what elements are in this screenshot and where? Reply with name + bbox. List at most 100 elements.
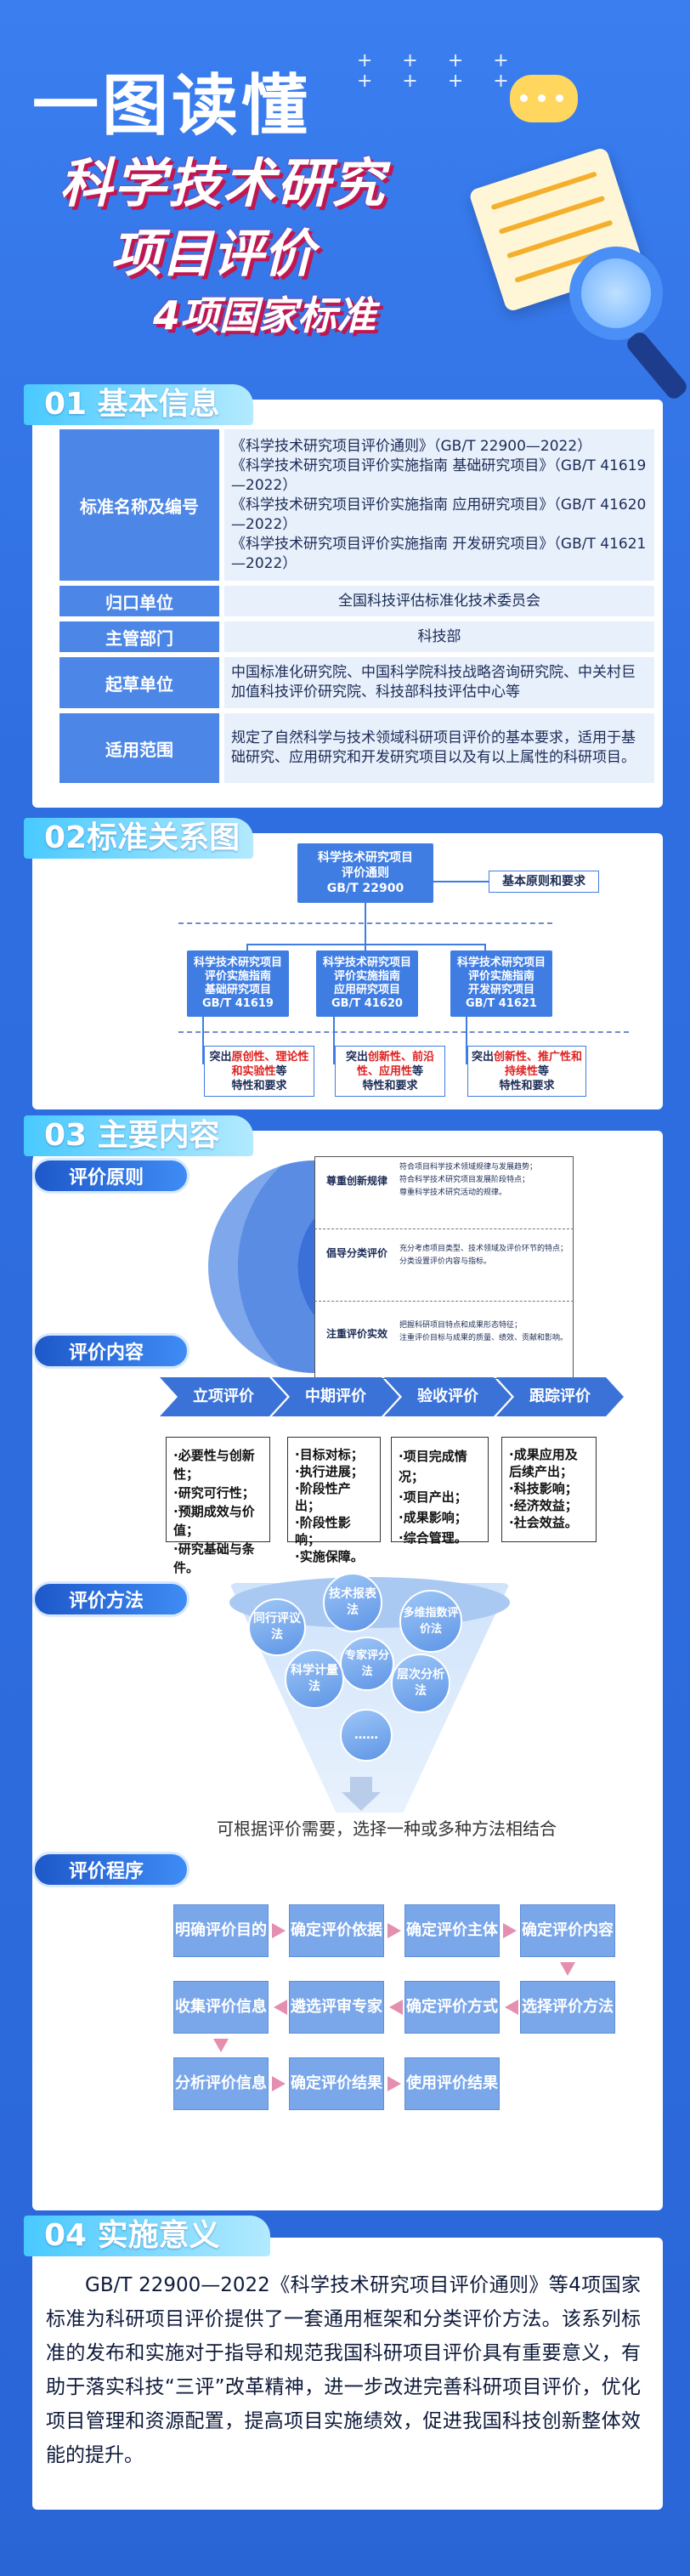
list-item: ·预期成效与价值； [173,1504,255,1538]
principle-name: 注重评价实效 [325,1328,387,1340]
arrow-right-icon [272,1923,286,1938]
principles-table [314,1156,574,1379]
divider [314,1301,574,1302]
section-significance [32,2238,663,2510]
table-row: 起草单位 中国标准化研究院、中国科学院科技战略咨询研究院、中关村巨加值科技评价研… [59,657,654,708]
principle-item: 符合科学技术研究项目发展阶段特点； [399,1176,530,1184]
note-text: 突出 [471,1051,494,1064]
significance-text: GB/T 22900—2022《科学技术研究项目评价通则》等4项国家标准为科研项… [46,2274,641,2466]
section-label-3: 03 主要内容 [24,1115,253,1156]
step-9: 分析评价信息 [173,2057,269,2110]
divider [314,1228,574,1229]
row-key: 归口单位 [59,586,219,616]
divider [178,1031,629,1033]
subtitle-3: 4项国家标准 [153,292,376,338]
connector [466,1017,467,1064]
basic-info-table: 标准名称及编号 《科学技术研究项目评价通则》（GB/T 22900—2022） … [59,429,654,788]
table-row: 标准名称及编号 《科学技术研究项目评价通则》（GB/T 22900—2022） … [59,429,654,581]
method-peer-review: 同行评议法 [248,1598,306,1656]
box-guide-applied: 科学技术研究项目 评价实施指南 应用研究项目 GB/T 41620 [316,950,418,1017]
step-10: 确定评价结果 [289,2057,384,2110]
note-text: 突出 [209,1051,232,1064]
arrow-left-icon [274,2000,287,2015]
list-item: ·项目完成情况； [399,1449,467,1484]
note-highlight: 创新性、推广性和持续性 [494,1051,583,1078]
list-item: ·经济效益； [509,1498,578,1513]
list-item: ·执行进展； [295,1464,364,1479]
pill-process: 评价程序 [32,1852,189,1887]
box-guide-development: 科学技术研究项目 评价实施指南 开发研究项目 GB/T 41621 [450,950,552,1017]
list-item: ·阶段性影响； [295,1515,351,1547]
principle-item: 分类设置评价内容与指标。 [399,1257,492,1266]
list-item: ·综合管理。 [399,1530,467,1546]
method-ahp: 层次分析法 [391,1654,450,1713]
stage-initiation: 立项评价 [160,1377,287,1416]
step-8: 收集评价信息 [173,1981,269,2034]
arrow-down-icon [213,2039,229,2052]
method-multi-index: 多维指数评价法 [399,1590,462,1653]
stage-items-tracking: ·成果应用及后续产出； ·科技影响； ·经济效益； ·社会效益。 [501,1437,597,1542]
main-title: 一图读懂 [32,68,312,145]
row-value: 《科学技术研究项目评价通则》（GB/T 22900—2022） 《科学技术研究项… [224,429,654,581]
note-text: 突出 [345,1051,368,1064]
stage-items-initiation: ·必要性与创新性； ·研究可行性； ·预期成效与价值； ·研究基础与条件。 [166,1437,270,1575]
row-key: 主管部门 [59,621,219,652]
header: 一图读懂 + + + ++ + + + 科学技术研究 项目评价 4项国家标准 [0,0,690,402]
pill-content: 评价内容 [32,1333,189,1369]
list-item: ·必要性与创新性； [173,1448,255,1482]
method-technical-report: 技术报表法 [323,1573,382,1632]
stage-items-midterm: ·目标对标； ·执行进展； ·阶段性产出； ·阶段性影响； ·实施保障。 [287,1437,381,1564]
section-label-1: 01 基本信息 [24,384,253,425]
connector [246,944,248,950]
list-item: ·项目产出； [399,1489,467,1505]
principle-items: 把握科研项目特点和成果形态特征； 注重评价目标与成果的质量、绩效、贡献和影响。 [399,1319,569,1345]
row-value: 规定了自然科学与技术领域科研项目评价的基本要求，适用于基础研究、应用研究和开发研… [224,713,654,783]
plus-decoration-icon: + + + ++ + + + [357,50,521,92]
row-value: 科技部 [224,621,654,652]
row-value: 中国标准化研究院、中国科学院科技战略咨询研究院、中关村巨加值科技评价研究院、科技… [224,657,654,708]
arrow-left-icon [389,2000,403,2015]
connector [365,903,366,945]
list-item: ·目标对标； [295,1447,364,1462]
list-item: ·成果影响； [399,1510,467,1525]
pill-principles: 评价原则 [32,1158,189,1194]
method-more: …… [340,1709,393,1762]
box-general-standard: 科学技术研究项目 评价通则 GB/T 22900 [297,843,433,903]
principle-items: 符合项目科学技术领域规律与发展趋势； 符合科学技术研究项目发展阶段特点； 尊重科… [399,1161,569,1200]
connector [202,1017,204,1064]
step-6: 确定评价方式 [404,1981,500,2034]
connector [365,944,366,950]
arrow-down-icon [342,1792,381,1811]
list-item: ·研究基础与条件。 [173,1541,255,1575]
step-7: 遴选评审专家 [289,1981,384,2034]
connector [433,881,489,882]
step-4: 确定评价内容 [520,1904,615,1957]
list-item: ·实施保障。 [295,1549,364,1564]
step-11: 使用评价结果 [404,2057,500,2110]
list-item: ·科技影响； [509,1481,578,1496]
method-note: 可根据评价需要，选择一种或多种方法相结合 [217,1819,557,1839]
row-key: 标准名称及编号 [59,429,219,581]
box-basic-principles: 基本原则和要求 [489,871,599,893]
arrow-right-icon [272,2076,286,2091]
step-1: 明确评价目的 [173,1904,269,1957]
section-label-2: 02标准关系图 [24,818,253,859]
stage-midterm: 中期评价 [272,1377,399,1416]
stage-acceptance: 验收评价 [384,1377,512,1416]
principle-items: 充分考虑项目类型、技术领域及评价环节的特点； 分类设置评价内容与指标。 [399,1243,569,1268]
pill-methods: 评价方法 [32,1581,189,1617]
arrow-right-icon [503,1923,517,1938]
note-highlight: 原创性、理论性和实验性 [231,1051,309,1078]
note-basic: 突出原创性、理论性和实验性等 特性和要求 [204,1046,314,1097]
note-applied: 突出创新性、前沿性、应用性等 特性和要求 [335,1046,445,1097]
note-text: 等 特性和要求 [362,1065,424,1092]
principle-item: 充分考虑项目类型、技术领域及评价环节的特点； [399,1245,568,1253]
step-2: 确定评价依据 [289,1904,384,1957]
row-key: 适用范围 [59,713,219,783]
row-value: 全国科技评估标准化技术委员会 [224,586,654,616]
method-expert-scoring: 专家评分法 [340,1637,394,1691]
table-row: 归口单位 全国科技评估标准化技术委员会 [59,586,654,616]
arrow-right-icon [387,2076,401,2091]
note-text: 等 特性和要求 [499,1065,555,1092]
